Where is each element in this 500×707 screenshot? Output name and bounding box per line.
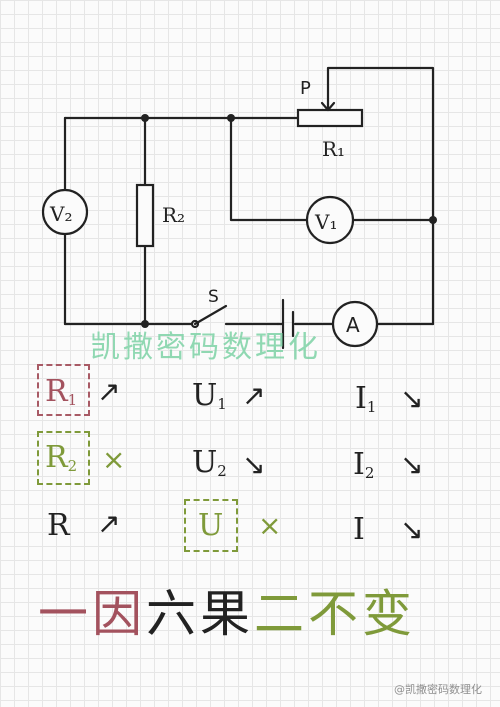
i-total-symbol: I [353, 512, 365, 547]
highlight-box-u [184, 499, 238, 552]
node-right-v1 [429, 216, 437, 224]
voltmeter-v1 [305, 195, 355, 245]
switch-label: S [208, 287, 219, 307]
u2-symbol: U2 [192, 445, 227, 481]
slider-arrow [320, 101, 336, 112]
v1-label: V₁ [314, 210, 337, 234]
highlight-box-r2 [37, 431, 90, 485]
u-total-unchanged-cross-icon: × [258, 509, 282, 542]
ammeter-label: A [346, 313, 360, 337]
i2-down-arrow-icon: ↘ [400, 448, 424, 481]
r2-label: R₂ [162, 203, 185, 227]
r1-up-arrow-icon: ↗ [97, 375, 121, 408]
switch-lever [193, 304, 228, 326]
i1-symbol: I1 [355, 381, 377, 417]
u2-down-arrow-icon: ↘ [242, 448, 266, 481]
slogan: 一因六果二不变 [38, 584, 478, 644]
r1-label: R₁ [322, 137, 345, 161]
u1-symbol: U1 [192, 378, 227, 414]
credit-text: @凯撒密码数理化 [394, 683, 482, 696]
ammeter [331, 300, 379, 348]
slogan-part-effects: 六果 [146, 585, 254, 643]
i-total-down-arrow-icon: ↘ [400, 513, 424, 546]
voltmeter-v2 [41, 188, 89, 236]
wire-slider-loop [326, 66, 435, 326]
resistor-r2 [135, 183, 155, 248]
r1-symbol: R1 [45, 374, 78, 410]
r2-unchanged-cross-icon: × [102, 443, 126, 476]
r-total-symbol: R [47, 508, 70, 543]
slider-label: P [300, 78, 311, 99]
node-top-r2 [141, 114, 149, 122]
slogan-part-constants: 二不变 [254, 585, 416, 643]
r2-symbol: R2 [45, 440, 78, 476]
u1-up-arrow-icon: ↗ [242, 379, 266, 412]
r-total-up-arrow-icon: ↗ [97, 507, 121, 540]
wire-v1-branch [229, 116, 309, 222]
u-total-symbol: U [198, 508, 224, 543]
i2-symbol: I2 [353, 447, 375, 483]
v2-label: V₂ [49, 202, 72, 226]
watermark-text: 凯撒密码数理化 [90, 330, 321, 365]
node-top-v1 [227, 114, 235, 122]
highlight-box-r1 [37, 364, 90, 416]
i1-down-arrow-icon: ↘ [400, 382, 424, 415]
circuit-diagram: P R₁ R₂ V₁ V₂ A S [41, 66, 437, 350]
resistor-r1 [296, 108, 364, 128]
node-bottom-r2 [141, 320, 149, 328]
slogan-part-cause: 一因 [38, 585, 146, 643]
